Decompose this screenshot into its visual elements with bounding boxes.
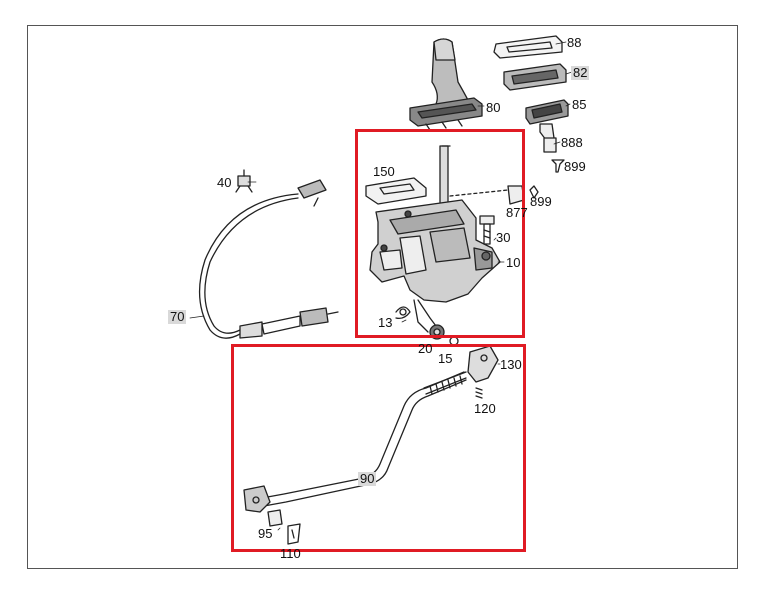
part-label-80: 80 [486,100,501,115]
part-label-110: 110 [280,546,301,561]
part-40-grommet [235,169,253,193]
part-label-85: 85 [572,97,587,112]
part-82-gate-plate [503,63,567,91]
part-label-90: 90 [358,471,377,486]
part-70-shift-cable [198,179,339,339]
part-95-bushing [267,509,283,527]
part-88-trim-frame [493,35,563,59]
part-80-shift-knob [409,38,483,131]
part-label-899-lower: 899 [530,194,552,209]
part-30-bolt [479,215,495,245]
highlight-box-selector-assembly [355,129,525,338]
part-label-888: 888 [561,135,583,150]
part-10-selector-housing [369,145,501,333]
part-label-150: 150 [373,164,395,179]
part-label-120: 120 [474,401,496,416]
part-label-130: 130 [500,357,522,372]
part-label-20: 20 [418,341,433,356]
part-label-899-upper: 899 [564,159,586,174]
part-label-13: 13 [378,315,393,330]
part-label-30: 30 [496,230,511,245]
part-label-877: 877 [506,205,528,220]
part-label-10: 10 [506,255,521,270]
diagram-frame [27,25,738,569]
part-label-95: 95 [258,526,273,541]
part-888-lamp-socket [539,123,557,153]
part-label-82: 82 [571,65,590,80]
part-899-bulb-upper [551,159,565,173]
part-130-bracket [467,345,499,383]
leader-lines [189,41,573,531]
part-label-70: 70 [168,309,187,324]
part-120-spring [475,387,483,399]
part-85-indicator-strip [525,99,569,125]
part-150-plate [365,177,427,205]
part-label-88: 88 [567,35,582,50]
part-13-clip [395,306,411,320]
part-label-15: 15 [438,351,453,366]
part-label-40: 40 [217,175,232,190]
highlight-box-shift-rod [231,344,526,552]
part-899-bulb-lower [529,185,539,199]
part-110-retaining-clip [287,523,301,545]
